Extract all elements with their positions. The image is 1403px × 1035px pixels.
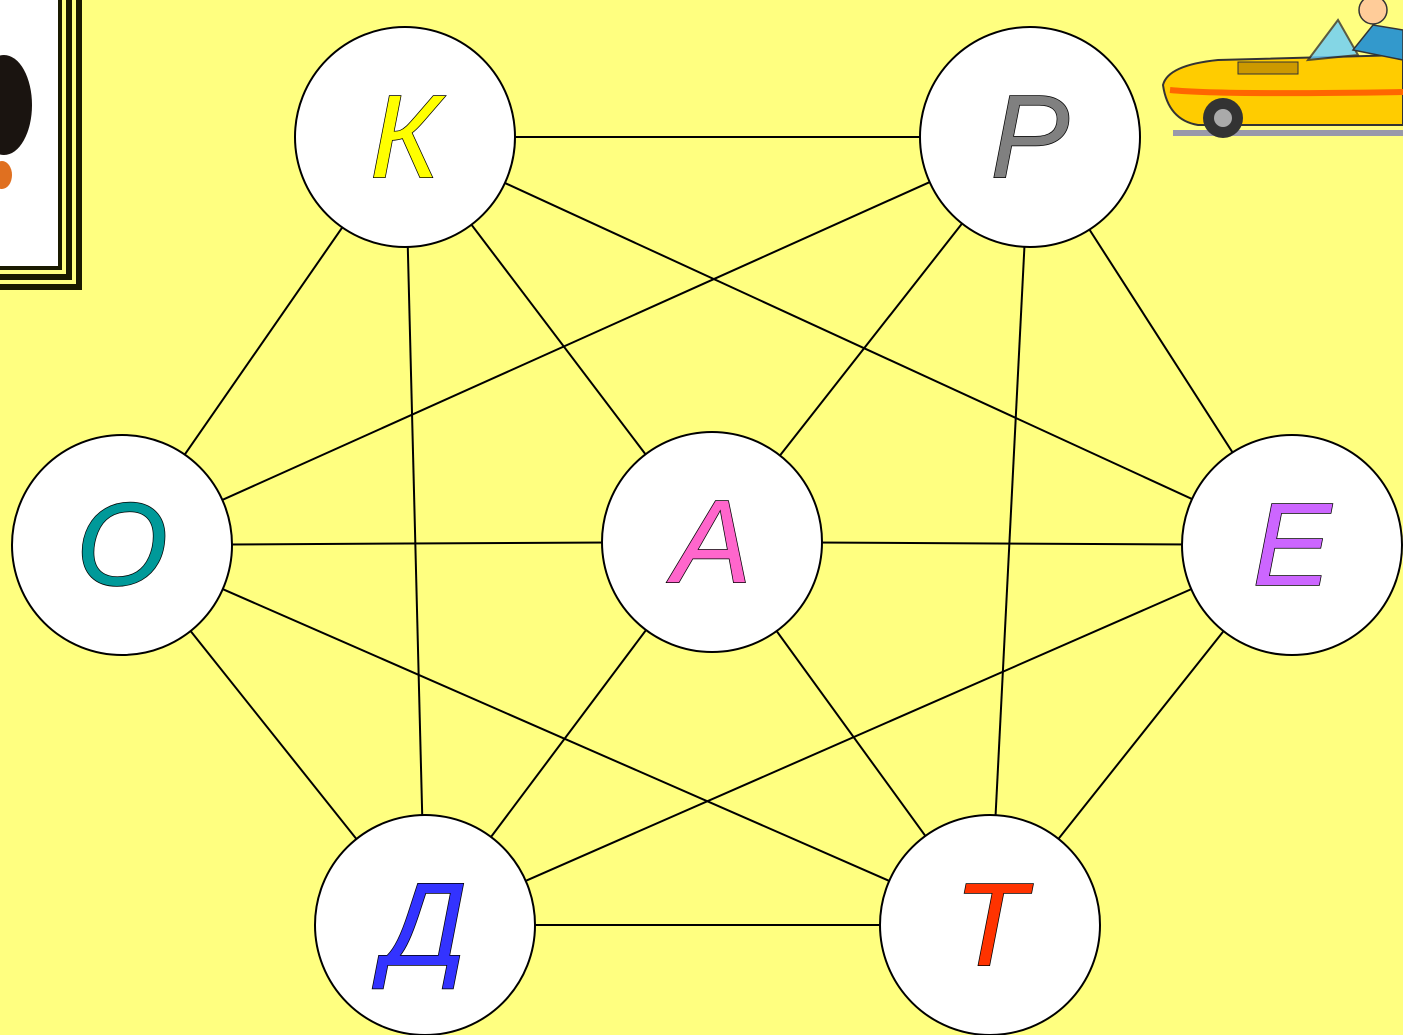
node-letter-a: А (667, 476, 752, 608)
node-letter-d: Д (372, 859, 466, 991)
edge-e-d (424, 544, 1293, 926)
node-circle-r (919, 26, 1141, 248)
node-o: О (11, 434, 233, 656)
node-circle-t (879, 814, 1101, 1035)
node-circle-e (1181, 434, 1403, 656)
node-circle-o (11, 434, 233, 656)
node-letter-k: К (370, 71, 446, 203)
node-circle-a (601, 431, 823, 653)
graph-nodes: К Р О А Е Д Т (11, 26, 1403, 1035)
node-letter-e: Е (1253, 479, 1333, 611)
edge-o-t (121, 544, 991, 926)
node-circle-d (314, 814, 536, 1035)
cartoon-car-image (1161, 0, 1403, 138)
node-letter-t: Т (954, 859, 1034, 991)
node-a: А (601, 431, 823, 653)
edge-k-d (404, 136, 426, 926)
edge-k-e (404, 136, 1293, 546)
node-r: Р (919, 26, 1141, 248)
edge-r-o (121, 136, 1031, 546)
node-letter-o: О (76, 479, 168, 611)
node-d: Д (314, 814, 536, 1035)
edge-r-t (989, 136, 1031, 926)
node-e: Е (1181, 434, 1403, 656)
node-letter-r: Р (991, 71, 1070, 203)
node-circle-k (294, 26, 516, 248)
node-k: К (294, 26, 516, 248)
node-t: Т (879, 814, 1101, 1035)
framed-portrait-image (0, 0, 82, 290)
